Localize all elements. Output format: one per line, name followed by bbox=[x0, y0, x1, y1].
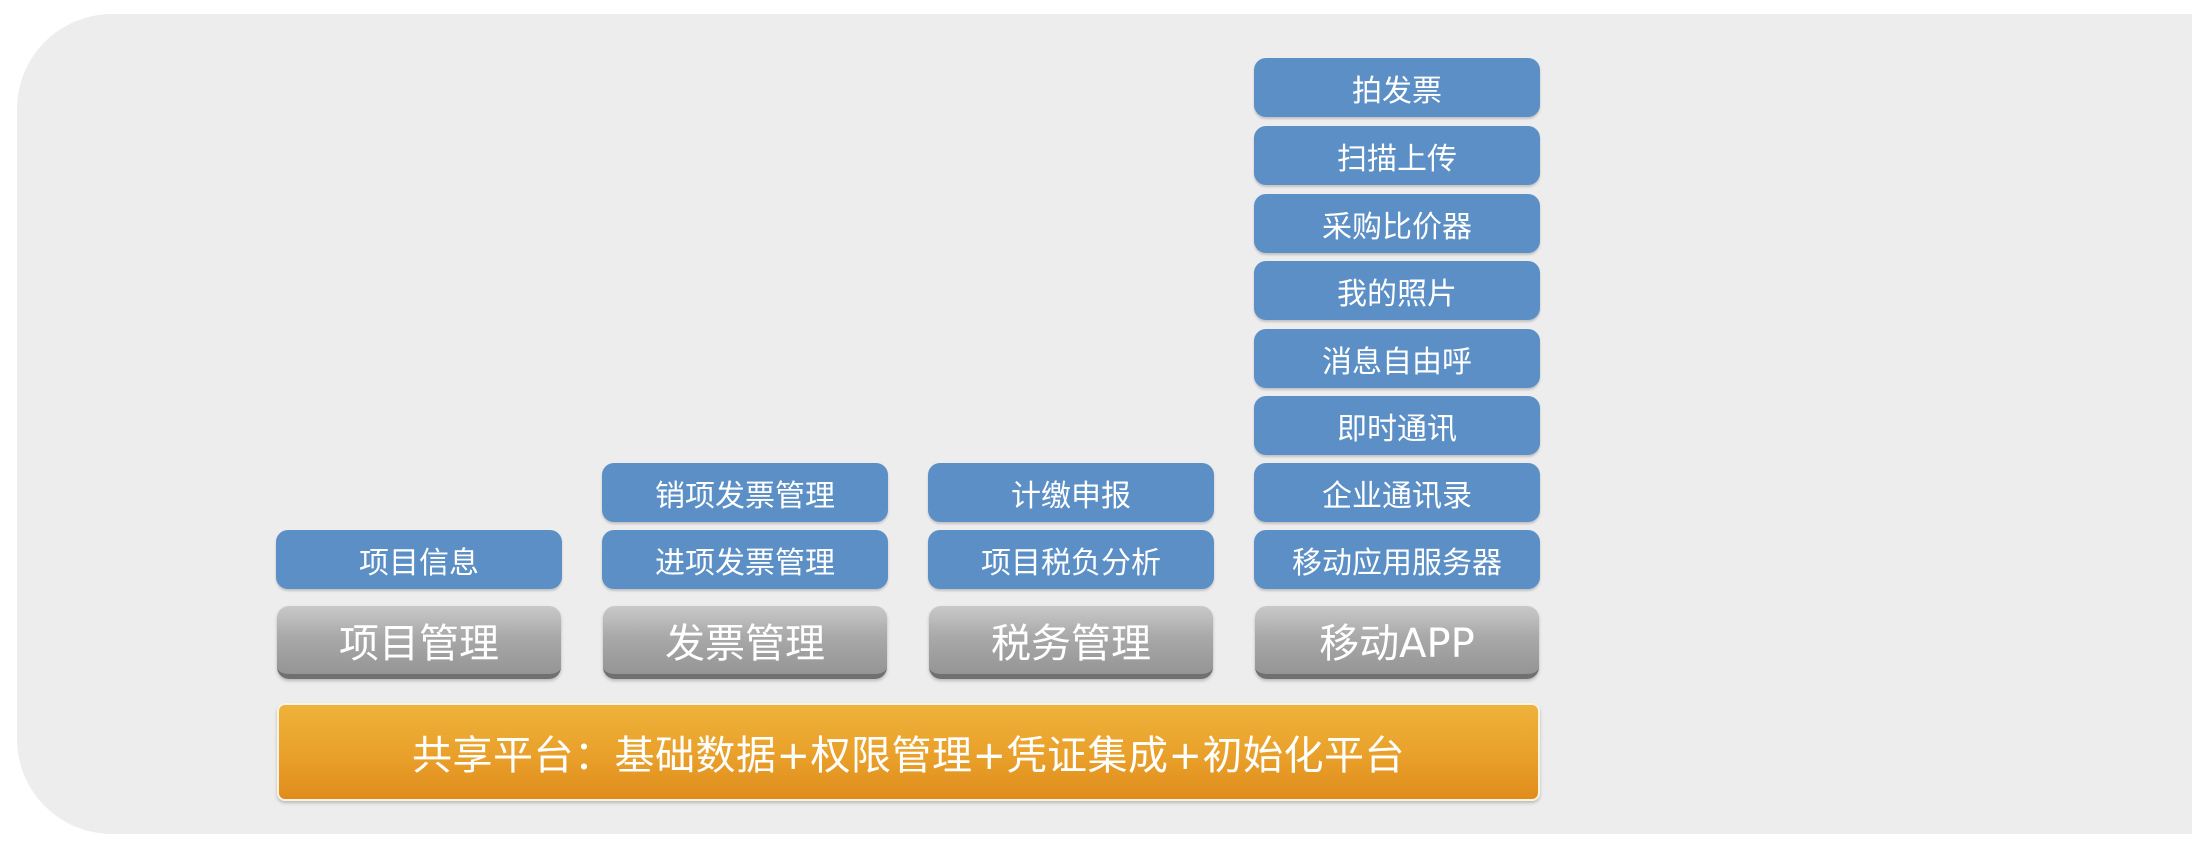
module-item: 计缴申报 bbox=[928, 463, 1214, 522]
module-item: 进项发票管理 bbox=[602, 530, 888, 589]
module-item: 采购比价器 bbox=[1254, 194, 1540, 253]
module-header: 税务管理 bbox=[929, 606, 1213, 679]
module-item: 项目信息 bbox=[276, 530, 562, 589]
module-item: 项目税负分析 bbox=[928, 530, 1214, 589]
background-panel bbox=[17, 14, 2192, 834]
module-item: 扫描上传 bbox=[1254, 126, 1540, 185]
module-item: 我的照片 bbox=[1254, 261, 1540, 320]
module-item: 移动应用服务器 bbox=[1254, 530, 1540, 589]
module-item: 拍发票 bbox=[1254, 58, 1540, 117]
module-item: 销项发票管理 bbox=[602, 463, 888, 522]
shared-platform-bar: 共享平台：基础数据+权限管理+凭证集成+初始化平台 bbox=[277, 703, 1540, 801]
module-header: 移动APP bbox=[1255, 606, 1539, 679]
module-item: 即时通讯 bbox=[1254, 396, 1540, 455]
module-header: 项目管理 bbox=[277, 606, 561, 679]
module-item: 消息自由呼 bbox=[1254, 329, 1540, 388]
module-header: 发票管理 bbox=[603, 606, 887, 679]
module-item: 企业通讯录 bbox=[1254, 463, 1540, 522]
